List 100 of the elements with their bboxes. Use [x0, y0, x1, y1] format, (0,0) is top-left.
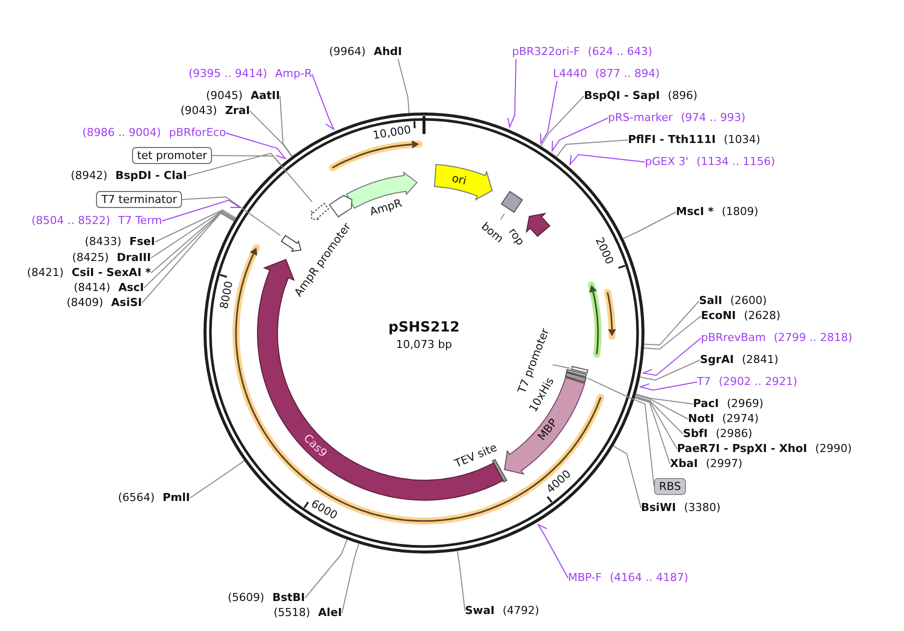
leader-line: [162, 200, 242, 222]
leader-line: [398, 58, 410, 114]
enzyme-name: DraIII: [116, 251, 151, 265]
site-position: (2600): [730, 294, 767, 308]
tick-label: 6000: [308, 496, 340, 523]
leader-line: [569, 154, 646, 166]
site-position: (1034): [724, 133, 760, 147]
plasmid-size: 10,073 bp: [396, 338, 452, 352]
site-position: (8433): [84, 235, 122, 249]
tick-label: 10,000: [372, 124, 412, 144]
site-position: (9045): [206, 89, 243, 103]
leader-line: [144, 212, 235, 288]
enzyme-name: ZraI: [225, 104, 250, 118]
site-position: (2974): [722, 412, 759, 426]
site-position: (2997): [706, 457, 742, 471]
leader-line: [635, 394, 688, 420]
enzyme-name: AhdI: [374, 45, 402, 59]
feature-marker: [328, 194, 353, 218]
primer-position: (8504 .. 8522): [32, 214, 110, 228]
enzyme-name: BsiWI: [641, 501, 676, 515]
site-position: (896): [668, 89, 698, 103]
primer-position: (1134 .. 1156): [696, 155, 776, 169]
site-position: (1809): [722, 205, 758, 219]
feature-marker: [310, 202, 330, 221]
leader-line: [644, 300, 700, 346]
primer-position: (2799 .. 2818): [774, 331, 852, 345]
leader-line: [642, 338, 702, 376]
leader-line: [150, 210, 236, 258]
primer-name: T7 Term: [118, 214, 162, 228]
enzyme-name: MscI *: [676, 205, 714, 219]
leader-line: [634, 397, 670, 464]
primer-position: (877 .. 894): [595, 67, 660, 81]
site-position: (9043): [180, 104, 218, 118]
leader-line: [638, 382, 698, 391]
leader-line: [250, 110, 292, 157]
site-position: (8409): [66, 296, 104, 310]
leader-line: [342, 543, 360, 614]
primer-name: T7: [697, 375, 711, 389]
site-position: (2986): [716, 427, 752, 441]
site-position: (5609): [228, 591, 264, 605]
enzyme-name: AscI: [118, 281, 144, 295]
leader-line: [540, 80, 558, 145]
feature-label: RBS: [654, 478, 686, 495]
leader-line: [500, 213, 505, 220]
leader-line: [556, 140, 628, 158]
primer-position: (624 .. 643): [588, 45, 652, 59]
leader-line: [622, 212, 676, 240]
leader-line: [280, 96, 293, 157]
primer-name: pRS-marker: [608, 111, 673, 125]
enzyme-name: XbaI: [670, 457, 698, 471]
leader-line: [142, 212, 234, 304]
site-position: (4792): [502, 604, 540, 618]
site-position: (2628): [744, 309, 780, 323]
enzyme-name: SalI: [699, 294, 722, 308]
enzyme-name: AsiSI: [111, 296, 142, 310]
enzyme-name: NotI: [688, 412, 714, 426]
primer-position: (974 .. 993): [680, 111, 746, 125]
enzyme-name: EcoNI: [701, 309, 736, 323]
feature-marker: [280, 234, 303, 253]
leader-line: [154, 209, 236, 242]
primer-name: pBRrevBam: [701, 331, 766, 345]
leader-line: [640, 360, 700, 381]
site-position: (8414): [74, 281, 110, 295]
leader-line: [507, 58, 516, 129]
feature-label: ori: [450, 172, 468, 188]
leader-line: [312, 74, 335, 130]
enzyme-name: PaeR7I - PspXI - XhoI: [677, 442, 808, 456]
enzyme-name: AleI: [318, 606, 342, 620]
enzyme-name: BstBI: [272, 591, 305, 605]
site-position: (8425): [72, 251, 109, 265]
primer-name: MBP-F: [568, 571, 602, 585]
leader-line: [644, 316, 702, 350]
enzyme-name: SgrAI: [700, 353, 734, 367]
leader-line: [612, 445, 642, 508]
primer-name: Amp-R: [275, 67, 312, 81]
site-position: (2969): [726, 397, 764, 411]
leader-line: [226, 132, 287, 160]
leader-line: [190, 460, 245, 498]
feature-label: rop: [505, 226, 528, 249]
primer-position: (2902 .. 2921): [718, 375, 798, 389]
site-position: (9964): [329, 45, 366, 59]
tick-label: 8000: [217, 280, 236, 310]
feature-label: AmpR: [368, 196, 404, 220]
enzyme-name: PacI: [693, 397, 719, 411]
enzyme-name: AatII: [250, 89, 280, 103]
site-position: (6564): [118, 491, 155, 505]
leader-line: [634, 396, 678, 450]
site-position: (8942): [70, 169, 108, 183]
primer-name: L4440: [553, 67, 588, 81]
enzyme-name: PflFI - Tth111I: [628, 133, 716, 147]
site-position: (8421): [27, 266, 64, 280]
tick-label: 2000: [592, 235, 616, 267]
feature-label: tet promoter: [132, 147, 212, 164]
primer-name: pBR322ori-F: [512, 45, 580, 59]
leader-line: [304, 539, 348, 598]
enzyme-name: PmlI: [162, 491, 190, 505]
leader-line: [552, 118, 608, 152]
leader-line: [540, 96, 584, 146]
leader-line: [150, 210, 236, 274]
leader-line: [182, 196, 281, 236]
